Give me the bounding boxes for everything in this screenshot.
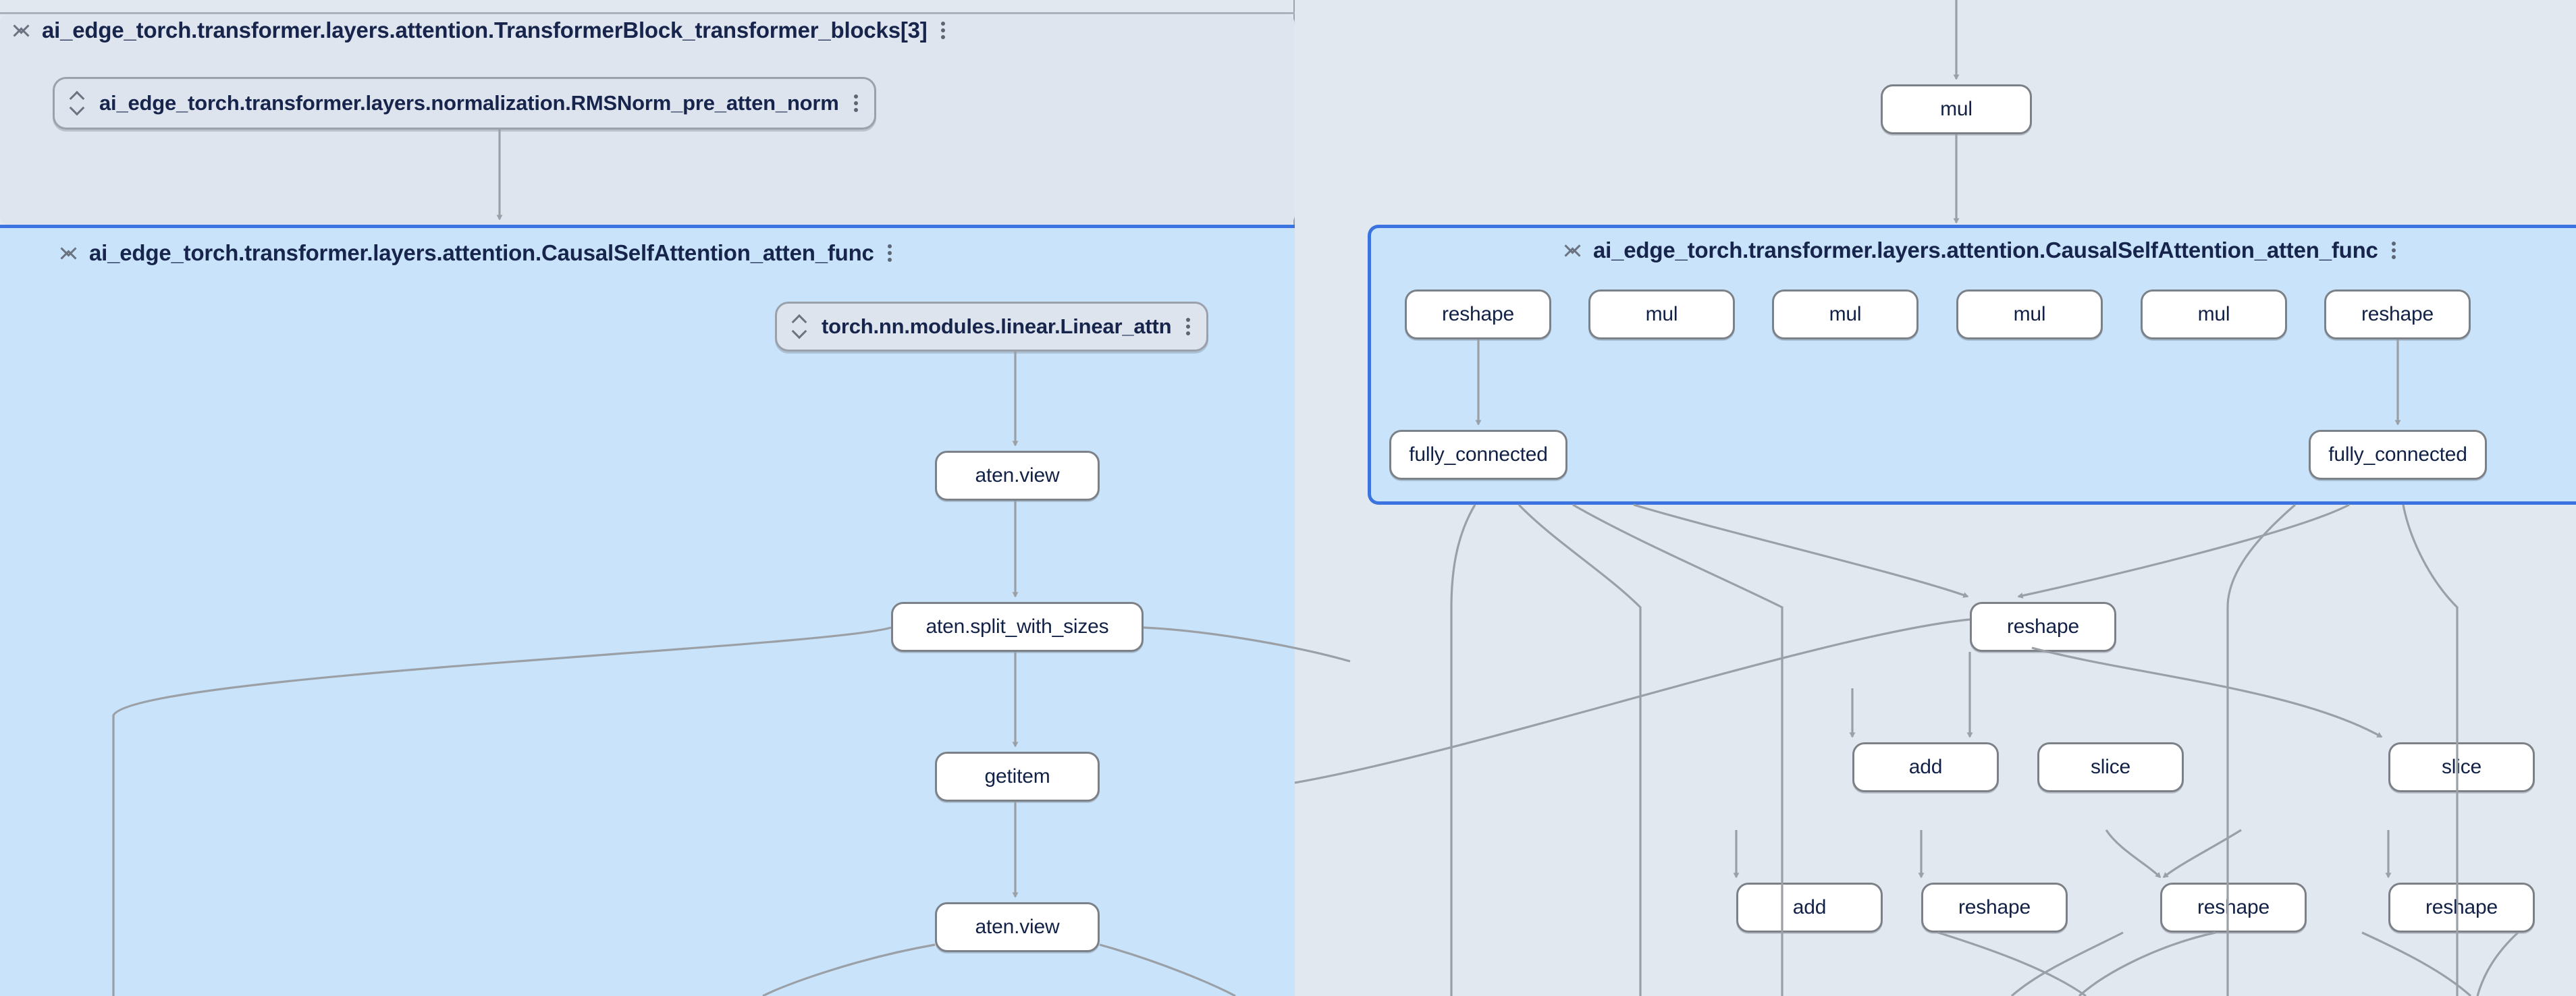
node-aten-view-1[interactable]: aten.view xyxy=(935,451,1100,501)
node-fully-connected-left[interactable]: fully_connected xyxy=(1389,430,1567,480)
kebab-menu-icon[interactable] xyxy=(1186,315,1191,338)
group-causal-self-attention-right-header[interactable]: ai_edge_torch.transformer.layers.attenti… xyxy=(1565,238,2397,263)
node-fully-connected-right[interactable]: fully_connected xyxy=(2309,430,2487,480)
pane-top-divider xyxy=(0,12,1295,14)
node-mul-r1-d[interactable]: mul xyxy=(2141,289,2287,339)
collapse-chevrons-icon[interactable] xyxy=(1565,239,1580,262)
group-causal-self-attention-left-header[interactable]: ai_edge_torch.transformer.layers.attenti… xyxy=(61,240,893,266)
node-add-row2[interactable]: add xyxy=(1852,742,1999,792)
group-causal-self-attention-right-title: ai_edge_torch.transformer.layers.attenti… xyxy=(1593,238,2378,262)
expand-chevrons-icon[interactable] xyxy=(792,314,807,339)
right-graph-pane[interactable]: mul ai_edge_torch.transformer.layers.att… xyxy=(1295,0,2576,996)
node-mul-r1-a[interactable]: mul xyxy=(1588,289,1735,339)
node-reshape-row3-c[interactable]: reshape xyxy=(2388,883,2535,933)
module-pill-linear-attn[interactable]: torch.nn.modules.linear.Linear_attn xyxy=(775,302,1209,352)
node-mul-top[interactable]: mul xyxy=(1881,84,2032,134)
node-reshape-row3-a[interactable]: reshape xyxy=(1921,883,2068,933)
group-transformer-block-title: ai_edge_torch.transformer.layers.attenti… xyxy=(42,18,928,43)
kebab-menu-icon[interactable] xyxy=(853,92,859,115)
node-getitem[interactable]: getitem xyxy=(935,752,1100,802)
kebab-menu-icon[interactable] xyxy=(940,19,946,42)
node-mul-r1-c[interactable]: mul xyxy=(1956,289,2103,339)
collapse-chevrons-icon[interactable] xyxy=(61,242,76,265)
node-add-row3[interactable]: add xyxy=(1736,883,1883,933)
group-causal-self-attention-left-title: ai_edge_torch.transformer.layers.attenti… xyxy=(89,240,874,265)
node-reshape-r1-a[interactable]: reshape xyxy=(1405,289,1551,339)
expand-chevrons-icon[interactable] xyxy=(70,91,84,115)
node-reshape-below-1[interactable]: reshape xyxy=(1970,602,2116,652)
collapse-chevrons-icon[interactable] xyxy=(14,19,28,42)
node-aten-view-2[interactable]: aten.view xyxy=(935,902,1100,952)
module-pill-rmsnorm[interactable]: ai_edge_torch.transformer.layers.normali… xyxy=(53,77,876,130)
node-reshape-r1-b[interactable]: reshape xyxy=(2324,289,2471,339)
node-mul-r1-b[interactable]: mul xyxy=(1772,289,1918,339)
node-slice-row2-a[interactable]: slice xyxy=(2037,742,2184,792)
node-slice-row2-b[interactable]: slice xyxy=(2388,742,2535,792)
module-pill-rmsnorm-label: ai_edge_torch.transformer.layers.normali… xyxy=(99,91,839,115)
kebab-menu-icon[interactable] xyxy=(2391,239,2397,262)
node-reshape-row3-b[interactable]: reshape xyxy=(2160,883,2307,933)
module-pill-linear-attn-label: torch.nn.modules.linear.Linear_attn xyxy=(822,314,1172,338)
left-graph-pane[interactable]: ai_edge_torch.transformer.layers.attenti… xyxy=(0,0,1295,996)
node-aten-split-with-sizes[interactable]: aten.split_with_sizes xyxy=(891,602,1144,652)
kebab-menu-icon[interactable] xyxy=(887,242,893,265)
group-transformer-block-header[interactable]: ai_edge_torch.transformer.layers.attenti… xyxy=(14,18,946,43)
